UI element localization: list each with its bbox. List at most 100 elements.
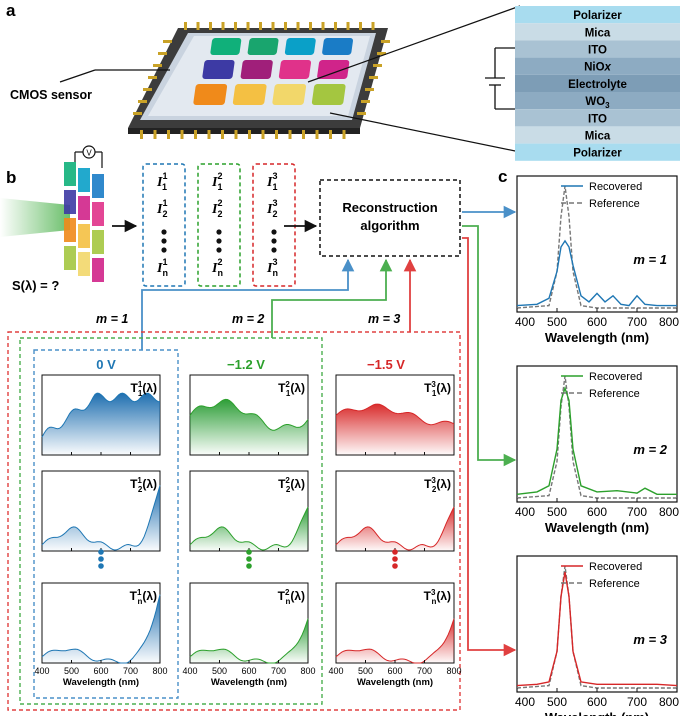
legend-recovered-label: Recovered (589, 561, 642, 573)
chip-pin (246, 22, 250, 30)
ellipsis-dot (271, 247, 277, 253)
mini-filter-cell (92, 258, 104, 282)
transmission-curve (335, 506, 455, 551)
ellipsis-dot (98, 556, 104, 562)
ellipsis-dot (246, 556, 252, 562)
pixel-filter (247, 38, 279, 55)
recon-plot-frame (516, 175, 678, 313)
chip-pin (163, 40, 172, 43)
chip-pin (259, 22, 262, 30)
pixel-filter (317, 60, 350, 79)
legend-recovered-label: Recovered (589, 371, 642, 383)
chip-pin (158, 52, 167, 55)
mini-filter-cell (64, 190, 76, 214)
m3-label: m = 3 (368, 312, 400, 326)
chip-pin (133, 112, 142, 115)
chip-pin (153, 130, 157, 139)
ellipsis-dot (98, 549, 104, 555)
chip-pin (207, 130, 211, 139)
transmission-area (42, 393, 160, 455)
mini-filter-cell (78, 196, 90, 220)
chip-pin (361, 100, 370, 103)
x-tick-label: 700 (627, 315, 647, 329)
x-tick-label: 600 (587, 695, 607, 709)
ellipsis-dot (161, 247, 167, 253)
chip-pin (261, 130, 265, 139)
chip-pin (275, 130, 278, 139)
pixel-filter (193, 84, 228, 105)
x-axis-label: Wavelength (nm) (211, 677, 287, 688)
ellipsis-dot (392, 556, 398, 562)
mini-filter-cell (64, 246, 76, 270)
pixel-filter (322, 38, 353, 55)
layer-electrolyte (515, 74, 680, 92)
chip-pin (346, 22, 350, 30)
transmission-curve (41, 485, 161, 551)
voltmeter-icon (82, 145, 96, 159)
recovered-line (516, 571, 678, 687)
layer-polarizer (515, 143, 680, 161)
x-tick-label: 400 (515, 505, 535, 519)
chip-pin (315, 130, 319, 139)
mini-filter-cell (64, 218, 76, 242)
chip-pin (209, 22, 212, 30)
chip-pin (221, 130, 224, 139)
legend-reference-label: Reference (589, 578, 640, 590)
pixel-filter (272, 84, 307, 105)
filter-array-illustration: V (0, 145, 104, 282)
pixel-filter (232, 84, 267, 105)
algorithm-line1: Reconstruction (342, 200, 437, 215)
chip-pin (296, 22, 300, 30)
voltage-label: −1.5 V (367, 357, 405, 372)
voltage-label: 0 V (96, 357, 116, 372)
recon-plot-frame (516, 365, 678, 503)
chip-pin (365, 88, 374, 91)
legend-reference-label: Reference (589, 198, 640, 210)
mini-filter-cell (92, 202, 104, 226)
chip-pin (321, 22, 325, 30)
layer-mica (515, 126, 680, 144)
x-tick-label: 800 (300, 666, 315, 676)
m-label: m = 2 (633, 442, 667, 457)
ellipsis-dot (271, 229, 277, 235)
ellipsis-dot (98, 563, 104, 569)
readout-box-m1 (142, 163, 186, 287)
chip-pin (373, 64, 382, 67)
mini-filter-cell (78, 224, 90, 248)
voltage-label: −1.2 V (227, 357, 265, 372)
pixel-grid (193, 38, 353, 105)
transmission-area (190, 618, 308, 663)
recon-plot-frame (516, 555, 678, 693)
panel-a-label: a (6, 1, 16, 20)
x-tick-label: 500 (64, 666, 79, 676)
transmission-plot-frame (189, 582, 309, 664)
chip-pin (143, 88, 152, 91)
mini-filter-cell (78, 252, 90, 276)
m2-group-box (19, 337, 323, 705)
chip-pin (369, 76, 378, 79)
x-tick-label: 500 (358, 666, 373, 676)
pixel-filter (278, 60, 312, 79)
x-tick-label: 700 (271, 666, 286, 676)
chip-pin (342, 130, 346, 139)
x-tick-label: 600 (587, 315, 607, 329)
ellipsis-dot (246, 563, 252, 569)
layer-label: ITO (588, 113, 607, 125)
ellipsis-dot (216, 229, 222, 235)
output-arrow-m2 (462, 225, 517, 467)
mini-filter-cell (92, 230, 104, 254)
m2-label: m = 2 (232, 312, 264, 326)
layer-label: Polarizer (573, 148, 622, 160)
transmission-curve (189, 506, 309, 551)
x-tick-label: 400 (182, 666, 197, 676)
x-tick-label: 400 (34, 666, 49, 676)
